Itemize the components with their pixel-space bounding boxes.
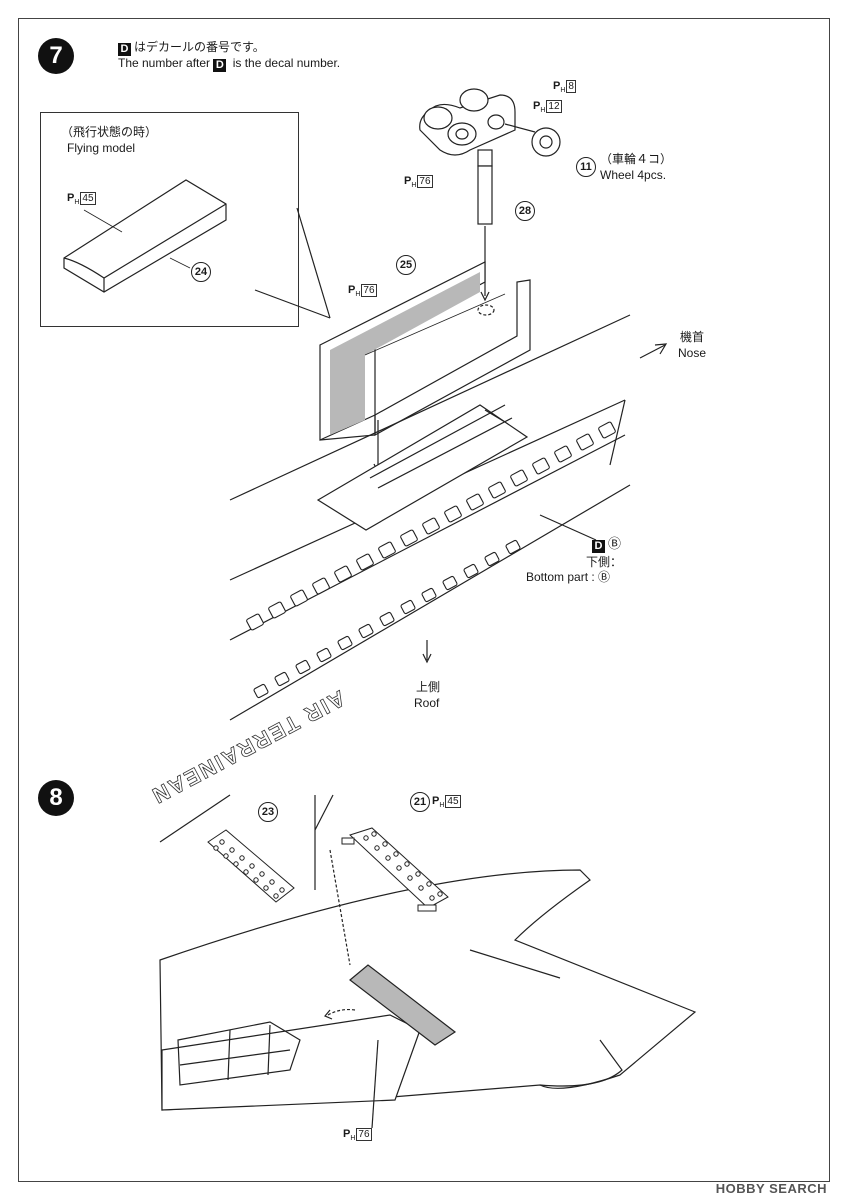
decal-note-en-after: is the decal number. (229, 56, 341, 70)
decal-note-jp-text: はデカールの番号です。 (134, 40, 265, 54)
roof-label-en: Roof (414, 696, 440, 710)
part-25-callout: 25 (396, 255, 416, 275)
part-21-callout: 21 (410, 792, 430, 812)
bottom-label-en-text: Bottom part : (526, 570, 595, 584)
step-8-number: 8 (38, 780, 74, 816)
paint-prefix: P (348, 284, 356, 296)
part-23-callout: 23 (258, 802, 278, 822)
decal-note-en: The number after D is the decal number. (118, 56, 340, 72)
paint-code-value: 76 (417, 175, 433, 188)
wheel-label-en: Wheel 4pcs. (600, 168, 667, 182)
part-24-callout: 24 (191, 262, 211, 282)
hull-line (229, 314, 631, 501)
strut-joint (477, 149, 493, 167)
paint-sub: H (560, 87, 566, 95)
paint-code-value: 45 (445, 795, 461, 808)
inset-callout-line (296, 207, 331, 319)
paint-sub: H (74, 199, 80, 207)
inset-title-jp: （飛行状態の時） (61, 125, 158, 139)
part-23-shape (207, 829, 295, 903)
decal-icon: D (213, 59, 227, 72)
paint-code-value: 76 (356, 1128, 372, 1141)
page-frame (18, 18, 830, 1182)
paint-prefix: P (404, 175, 412, 187)
paint-sub: H (355, 291, 361, 299)
watermark-text: HOBBY SEARCH (715, 1181, 827, 1196)
paint-code-value: 45 (80, 192, 96, 205)
part-21-shape (341, 827, 449, 912)
strut-28 (477, 165, 493, 225)
decal-mark: Ⓑ (608, 536, 622, 551)
paint-sub: H (540, 107, 546, 115)
nose-label-jp: 機首 (680, 330, 705, 344)
paint-sub: H (439, 802, 445, 810)
tail-line (159, 794, 231, 843)
paint-prefix: P (553, 80, 561, 92)
bottom-label-jp: 下側： (586, 555, 623, 569)
paint-code-value: 76 (361, 284, 377, 297)
hull-lettering: AIR TERRAINEAN (147, 686, 350, 810)
window-row-top (246, 421, 616, 631)
paint-prefix: P (432, 795, 440, 807)
decal-icon: D (592, 540, 605, 553)
bottom-label-mark: Ⓑ (598, 570, 611, 584)
step-7-label: 7 (49, 42, 63, 69)
inset-callout-line (254, 289, 331, 319)
paint-prefix: P (343, 1128, 351, 1140)
wheel-label-jp: （車輪４コ） (600, 152, 673, 166)
watermark: HOBBY SEARCH (716, 1181, 827, 1196)
part-11-callout: 11 (576, 157, 596, 177)
part-24-shape (63, 179, 227, 293)
decal-note-en-before: The number after (118, 56, 214, 70)
paint-code-value: 8 (566, 80, 576, 93)
inset-title-en: Flying model (67, 141, 136, 155)
bay-opening (316, 404, 529, 531)
step-8-label: 8 (49, 784, 63, 811)
paint-prefix: P (67, 192, 75, 204)
decal-icon: D (118, 43, 131, 56)
paint-sub: H (350, 1135, 356, 1143)
paint-code-value: 12 (546, 100, 562, 113)
window-row-bottom (253, 539, 521, 699)
step-7-number: 7 (38, 38, 74, 74)
bottom-label-en: Bottom part : Ⓑ (526, 570, 610, 584)
paint-sub: H (411, 182, 417, 190)
roof-label-jp: 上側 (416, 680, 441, 694)
paint-prefix: P (533, 100, 541, 112)
recess-hatch (349, 964, 457, 1046)
nose-label-en: Nose (678, 346, 707, 360)
part-28-callout: 28 (515, 201, 535, 221)
